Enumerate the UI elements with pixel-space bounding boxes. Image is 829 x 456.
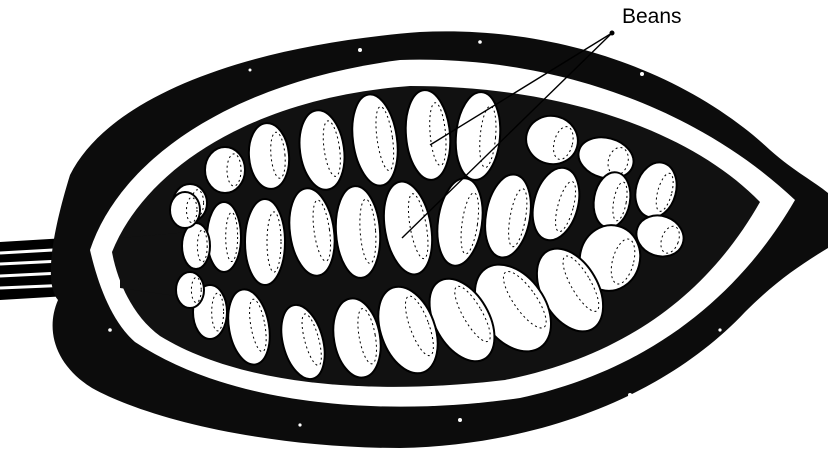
bean-8: [205, 147, 245, 193]
bean-32: [176, 272, 204, 308]
label-leader-dot: [610, 31, 615, 36]
bean-21: [207, 202, 241, 272]
bean-20: [245, 199, 285, 285]
bean-22: [182, 223, 210, 269]
beans-label: Beans: [622, 6, 682, 27]
bean-23: [170, 192, 200, 228]
